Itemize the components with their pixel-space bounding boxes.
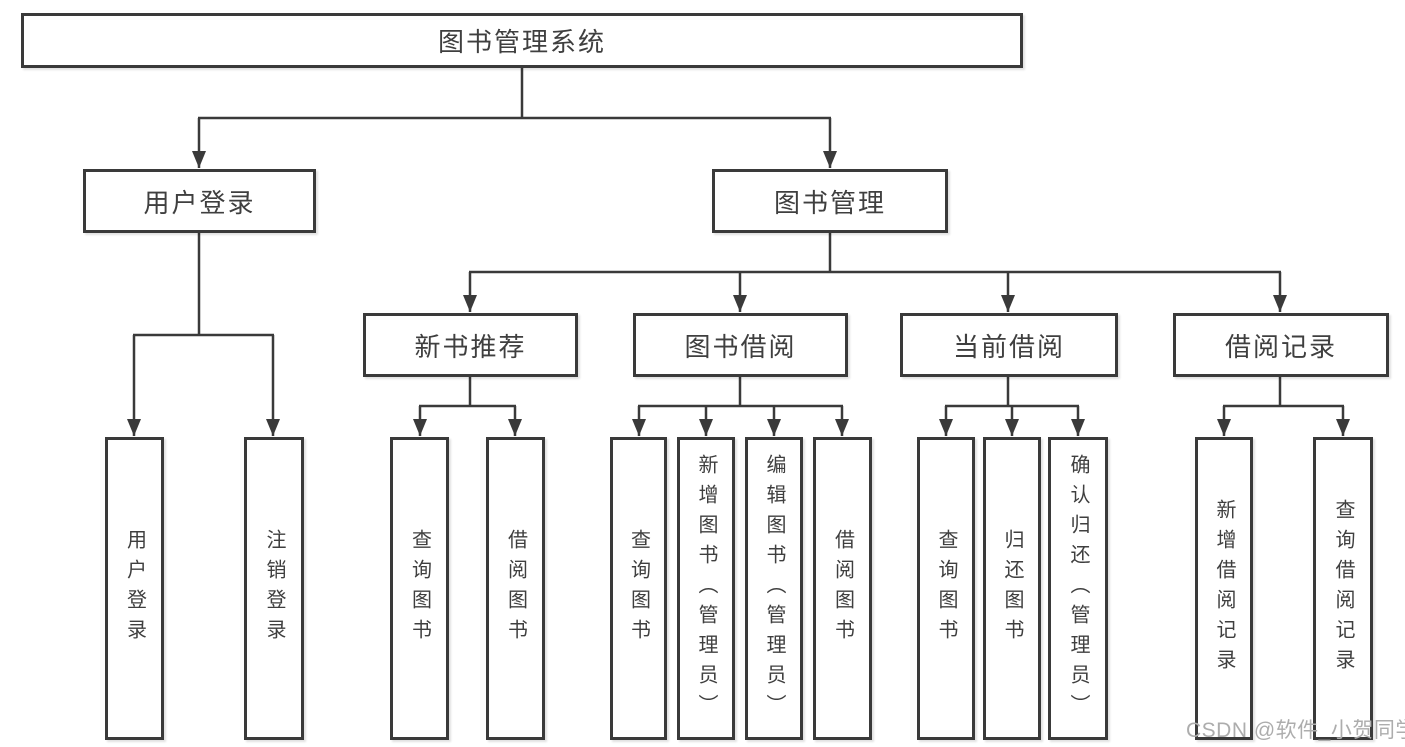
leaf-query-book-recommend: 查询图书 — [390, 437, 449, 740]
node-book-borrow: 图书借阅 — [633, 313, 848, 377]
node-current-borrow: 当前借阅 — [900, 313, 1118, 377]
connector-root-children — [192, 68, 837, 168]
leaf-add-book-admin: 新增图书（管理员） — [677, 437, 735, 740]
leaf-query-borrow-record: 查询借阅记录 — [1313, 437, 1373, 740]
leaf-query-book-current-label: 查询图书 — [935, 528, 957, 649]
connector-new-book-recommend-children — [413, 376, 522, 436]
leaf-user-login-label: 用户登录 — [123, 528, 146, 649]
leaf-query-book-borrow-label: 查询图书 — [627, 528, 650, 649]
leaf-add-borrow-record: 新增借阅记录 — [1195, 437, 1253, 740]
leaf-add-borrow-record-label: 新增借阅记录 — [1213, 498, 1235, 679]
leaf-query-book-recommend-label: 查询图书 — [408, 528, 431, 649]
leaf-confirm-return-admin: 确认归还（管理员） — [1048, 437, 1108, 740]
leaf-edit-book-admin-label: 编辑图书（管理员） — [763, 453, 785, 724]
leaf-user-login: 用户登录 — [105, 437, 164, 740]
connector-current-borrow-children — [939, 376, 1085, 436]
leaf-borrow-book-recommend: 借阅图书 — [486, 437, 545, 740]
leaf-borrow-book-recommend-label: 借阅图书 — [504, 528, 527, 649]
leaf-return-book-label: 归还图书 — [1001, 528, 1023, 649]
leaf-edit-book-admin: 编辑图书（管理员） — [745, 437, 803, 740]
leaf-return-book: 归还图书 — [983, 437, 1041, 740]
leaf-confirm-return-admin-label: 确认归还（管理员） — [1067, 453, 1089, 724]
leaf-borrow-book: 借阅图书 — [813, 437, 872, 740]
connector-user-login-children — [127, 233, 280, 436]
connector-book-borrow-children — [632, 376, 849, 436]
connector-borrow-records-children — [1217, 376, 1350, 436]
leaf-borrow-book-label: 借阅图书 — [831, 528, 854, 649]
leaf-query-borrow-record-label: 查询借阅记录 — [1332, 498, 1354, 679]
watermark: CSDN @软件_小贺同学 — [1186, 719, 1405, 742]
leaf-query-book-current: 查询图书 — [917, 437, 975, 740]
node-book-management: 图书管理 — [712, 169, 948, 233]
connector-book-management-children — [463, 232, 1287, 312]
node-new-book-recommend: 新书推荐 — [363, 313, 578, 377]
leaf-logout: 注销登录 — [244, 437, 304, 740]
leaf-logout-label: 注销登录 — [263, 528, 285, 649]
leaf-query-book-borrow: 查询图书 — [610, 437, 667, 740]
node-user-login: 用户登录 — [83, 169, 316, 233]
leaf-add-book-admin-label: 新增图书（管理员） — [695, 453, 717, 724]
node-root: 图书管理系统 — [21, 13, 1023, 68]
node-borrow-records: 借阅记录 — [1173, 313, 1389, 377]
